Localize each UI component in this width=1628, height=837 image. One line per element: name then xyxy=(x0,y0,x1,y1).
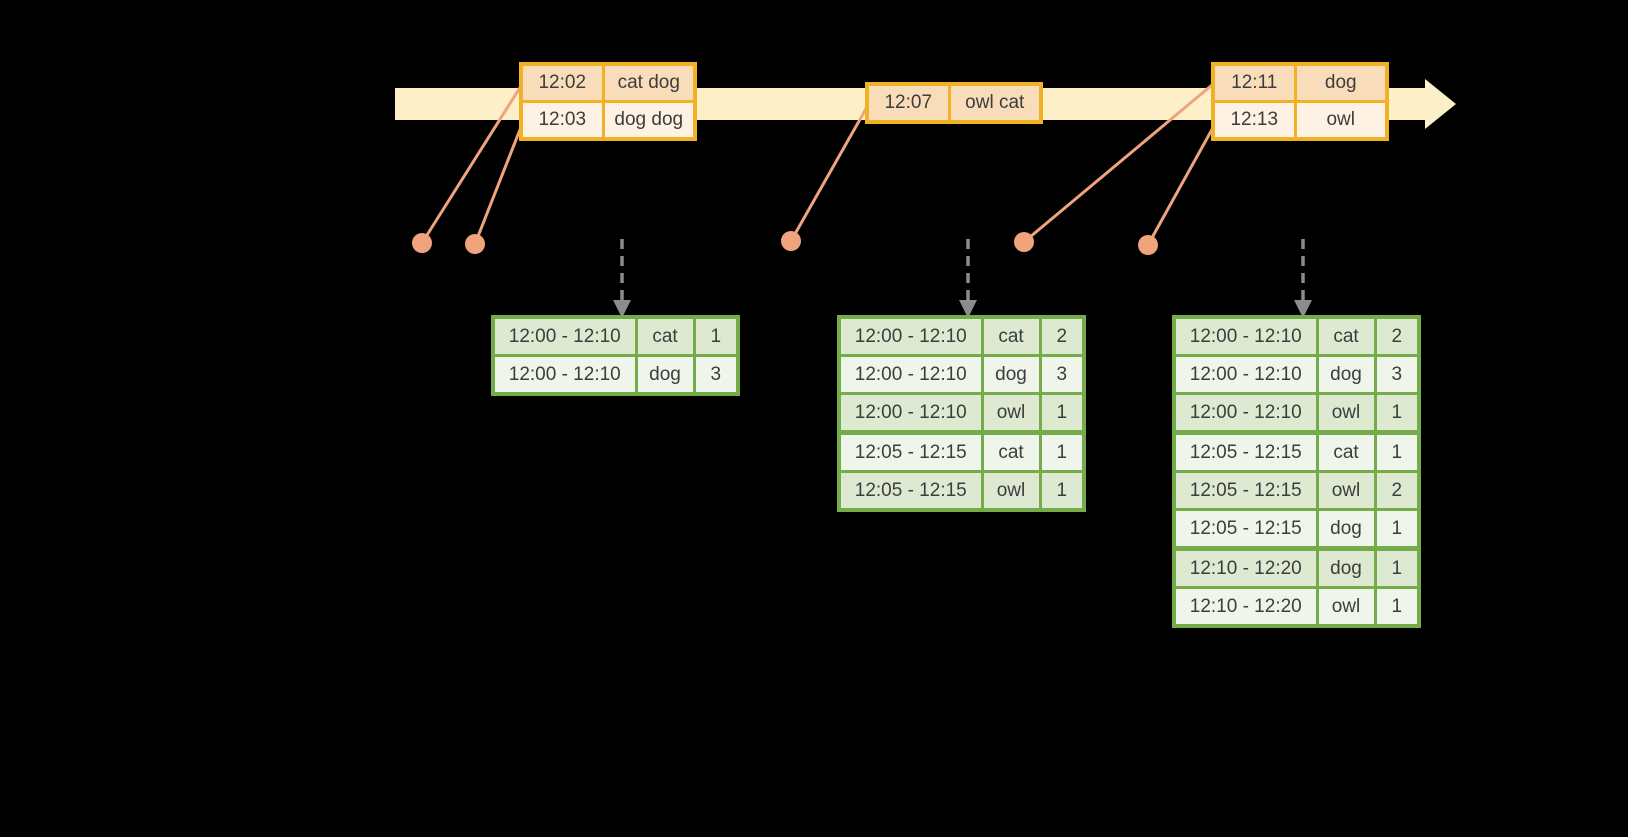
event-words-cell: dog xyxy=(1293,62,1389,103)
event-leader-line-1 xyxy=(420,85,523,244)
event-row: 12:13 owl xyxy=(1211,100,1389,141)
event-time-cell: 12:03 xyxy=(519,100,605,141)
event-leader-line-3 xyxy=(789,106,869,242)
window-cell: 12:05 - 12:15 xyxy=(837,470,984,512)
count-cell: 2 xyxy=(1038,315,1086,357)
count-cell: 1 xyxy=(1038,470,1086,512)
trigger-arrow-2 xyxy=(959,239,977,318)
result-row: 12:05 - 12:15 owl 1 xyxy=(837,470,1086,512)
window-cell: 12:10 - 12:20 xyxy=(1172,586,1319,628)
word-cell: cat xyxy=(980,315,1042,357)
trigger-arrow-3 xyxy=(1294,239,1312,318)
result-row: 12:00 - 12:10 cat 1 xyxy=(491,315,740,357)
window-cell: 12:00 - 12:10 xyxy=(837,315,984,357)
count-cell: 1 xyxy=(1373,392,1421,434)
word-cell: dog xyxy=(1315,546,1377,589)
event-leader-line-4 xyxy=(1023,83,1213,244)
event-words-cell: cat dog xyxy=(601,62,697,103)
word-cell: owl xyxy=(1315,470,1377,511)
count-cell: 1 xyxy=(692,315,740,357)
word-cell: dog xyxy=(1315,508,1377,550)
count-cell: 2 xyxy=(1373,315,1421,357)
window-cell: 12:00 - 12:10 xyxy=(1172,354,1319,395)
event-time-cell: 12:02 xyxy=(519,62,605,103)
event-words-cell: owl xyxy=(1293,100,1389,141)
word-cell: owl xyxy=(1315,586,1377,628)
word-cell: cat xyxy=(1315,315,1377,357)
event-row: 12:07 owl cat xyxy=(865,82,1043,124)
event-leader-line-5 xyxy=(1146,123,1217,246)
result-row: 12:00 - 12:10 dog 3 xyxy=(491,354,740,396)
window-cell: 12:05 - 12:15 xyxy=(837,430,984,473)
count-cell: 3 xyxy=(1373,354,1421,395)
window-cell: 12:00 - 12:10 xyxy=(1172,315,1319,357)
trigger-arrow-head xyxy=(1294,300,1312,318)
event-words-cell: dog dog xyxy=(601,100,697,141)
result-row: 12:00 - 12:10 owl 1 xyxy=(837,392,1086,434)
event-table-2: 12:07 owl cat xyxy=(865,82,1043,124)
window-cell: 12:00 - 12:10 xyxy=(837,354,984,395)
event-row: 12:11 dog xyxy=(1211,62,1389,103)
event-time-cell: 12:11 xyxy=(1211,62,1297,103)
count-cell: 2 xyxy=(1373,470,1421,511)
event-row: 12:03 dog dog xyxy=(519,100,697,141)
count-cell: 1 xyxy=(1373,546,1421,589)
result-row: 12:00 - 12:10 dog 3 xyxy=(1172,354,1421,395)
event-table-3: 12:11 dog 12:13 owl xyxy=(1211,62,1389,141)
word-cell: owl xyxy=(1315,392,1377,434)
count-cell: 1 xyxy=(1373,430,1421,473)
window-cell: 12:00 - 12:10 xyxy=(491,354,638,396)
count-cell: 1 xyxy=(1373,508,1421,550)
count-cell: 3 xyxy=(692,354,740,396)
result-table-3: 12:00 - 12:10 cat 2 12:00 - 12:10 dog 3 … xyxy=(1172,315,1421,628)
trigger-arrow-head xyxy=(959,300,977,318)
word-cell: dog xyxy=(634,354,696,396)
window-cell: 12:00 - 12:10 xyxy=(491,315,638,357)
window-cell: 12:05 - 12:15 xyxy=(1172,470,1319,511)
result-row: 12:05 - 12:15 owl 2 xyxy=(1172,470,1421,511)
window-cell: 12:10 - 12:20 xyxy=(1172,546,1319,589)
word-cell: cat xyxy=(634,315,696,357)
event-time-cell: 12:13 xyxy=(1211,100,1297,141)
event-marker-dot-3 xyxy=(781,231,801,251)
event-marker-dot-2 xyxy=(465,234,485,254)
word-cell: dog xyxy=(980,354,1042,395)
event-leader-line-2 xyxy=(473,121,525,245)
word-cell: owl xyxy=(980,392,1042,434)
window-cell: 12:05 - 12:15 xyxy=(1172,508,1319,550)
window-cell: 12:00 - 12:10 xyxy=(837,392,984,434)
trigger-arrow-head xyxy=(613,300,631,318)
result-table-1: 12:00 - 12:10 cat 1 12:00 - 12:10 dog 3 xyxy=(491,315,740,396)
event-time-cell: 12:07 xyxy=(865,82,951,124)
word-cell: cat xyxy=(1315,430,1377,473)
word-cell: cat xyxy=(980,430,1042,473)
event-row: 12:02 cat dog xyxy=(519,62,697,103)
event-marker-dot-4 xyxy=(1014,232,1034,252)
trigger-arrow-1 xyxy=(613,239,631,318)
result-row: 12:00 - 12:10 dog 3 xyxy=(837,354,1086,395)
result-row: 12:00 - 12:10 cat 2 xyxy=(1172,315,1421,357)
result-row: 12:05 - 12:15 cat 1 xyxy=(1172,430,1421,473)
result-row: 12:05 - 12:15 cat 1 xyxy=(837,430,1086,473)
result-row: 12:00 - 12:10 cat 2 xyxy=(837,315,1086,357)
count-cell: 1 xyxy=(1373,586,1421,628)
count-cell: 1 xyxy=(1038,430,1086,473)
result-row: 12:10 - 12:20 dog 1 xyxy=(1172,546,1421,589)
result-row: 12:00 - 12:10 owl 1 xyxy=(1172,392,1421,434)
result-table-2: 12:00 - 12:10 cat 2 12:00 - 12:10 dog 3 … xyxy=(837,315,1086,512)
result-row: 12:05 - 12:15 dog 1 xyxy=(1172,508,1421,550)
window-cell: 12:00 - 12:10 xyxy=(1172,392,1319,434)
event-marker-dot-5 xyxy=(1138,235,1158,255)
window-cell: 12:05 - 12:15 xyxy=(1172,430,1319,473)
word-cell: owl xyxy=(980,470,1042,512)
result-row: 12:10 - 12:20 owl 1 xyxy=(1172,586,1421,628)
count-cell: 1 xyxy=(1038,392,1086,434)
event-words-cell: owl cat xyxy=(947,82,1043,124)
event-marker-dot-1 xyxy=(412,233,432,253)
word-cell: dog xyxy=(1315,354,1377,395)
count-cell: 3 xyxy=(1038,354,1086,395)
event-table-1: 12:02 cat dog 12:03 dog dog xyxy=(519,62,697,141)
